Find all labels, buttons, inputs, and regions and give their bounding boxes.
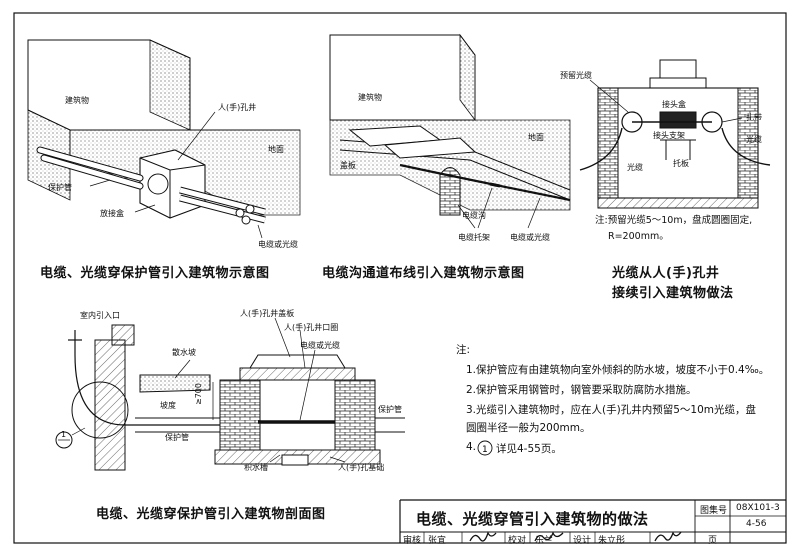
page-number: 4-56 (746, 519, 767, 529)
p3-joint-bracket-label: 接头支架 (653, 130, 685, 140)
notes-item-3-cont: 圆圈半径一般为200mm。 (466, 422, 591, 434)
p3-tie-label: 扎带 (746, 112, 762, 122)
p3-bracket-label: 托板 (673, 158, 689, 168)
panel3-caption-line2: 接续引入建筑物做法 (612, 286, 734, 301)
p3-joint-box-label: 接头盒 (662, 99, 686, 109)
p1-building-label: 建筑物 (65, 95, 89, 105)
p4-sump-label: 积水槽 (244, 462, 268, 472)
p4-callout-label: 1 (61, 430, 66, 439)
p2-cover-label: 盖板 (340, 160, 356, 170)
p4-entry-label: 室内引入口 (80, 310, 120, 320)
notes-item-3: 3.光缆引入建筑物时，应在人(手)孔井内预留5～10m光缆，盘 (466, 404, 756, 416)
reviewer-signature (469, 531, 497, 542)
p1-manhole-label: 人(手)孔井 (218, 102, 256, 112)
notes-item-4-prefix: 4. (466, 441, 477, 453)
panel2-drawing (329, 33, 571, 229)
p2-building-label: 建筑物 (358, 92, 382, 102)
panel3-note-line2: R=200mm。 (608, 231, 669, 242)
panel1-drawing (27, 39, 301, 239)
p2-ground-label: 地面 (528, 132, 544, 142)
p4-cable-label: 电缆或光缆 (300, 340, 340, 350)
notes-callout-number: 1 (482, 445, 488, 455)
p4-dim-label: ≥700 (194, 383, 203, 405)
design-label: 设计 (573, 536, 592, 546)
notes-title: 注: (456, 344, 471, 356)
panel3-note-line1: 注:预留光缆5～10m，盘成圆圈固定, (595, 215, 753, 226)
panel1-caption: 电缆、光缆穿保护管引入建筑物示意图 (40, 266, 270, 281)
atlas-label: 图集号 (700, 506, 728, 516)
p2-bracket-label: 电缆托架 (458, 232, 490, 242)
p2-trench-label: 电缆沟 (462, 210, 486, 220)
notes-item-1: 1.保护管应有由建筑物向室外倾斜的防水坡，坡度不小于0.4‰。 (466, 364, 770, 376)
p4-slope-label: 坡度 (160, 400, 176, 410)
notes-item-2: 2.保护管采用钢管时，钢管要采取防腐防水措施。 (466, 384, 697, 396)
p1-cable-label: 电缆或光缆 (258, 239, 298, 249)
drawing-title: 电缆、光缆穿管引入建筑物的做法 (416, 510, 649, 528)
p1-ground-label: 地面 (268, 144, 284, 154)
panel3-caption-line1: 光缆从人(手)孔井 (612, 266, 720, 281)
check-label: 校对 (508, 536, 527, 546)
p4-pipe-left-label: 保护管 (165, 432, 189, 442)
page-label: 页 (708, 536, 718, 546)
panel4-drawing (55, 317, 405, 471)
panel3-drawing (579, 59, 771, 209)
designer-name: 朱立彤 (598, 536, 626, 546)
title-block-grid (399, 499, 786, 543)
p4-cover-plate-label: 人(手)孔井盖板 (240, 308, 294, 318)
review-label: 审核 (403, 536, 422, 546)
designer-signature (654, 531, 682, 542)
p4-pipe-right-label: 保护管 (378, 404, 402, 414)
p1-joint-box-label: 放接盒 (100, 208, 124, 218)
panel4-caption: 电缆、光缆穿保护管引入建筑物剖面图 (96, 507, 326, 522)
p3-cable-left-label: 光缆 (627, 162, 643, 172)
checker-name: 乐兰 (535, 536, 554, 546)
p3-reserve-label: 预留光缆 (560, 70, 592, 80)
p2-cable-label: 电缆或光缆 (510, 232, 550, 242)
p4-base-label: 人(手)孔基础 (338, 462, 384, 472)
panel2-caption: 电缆沟通道布线引入建筑物示意图 (322, 266, 525, 281)
p4-ring-label: 人(手)孔井口圈 (284, 322, 338, 332)
atlas-number: 08X101-3 (736, 503, 780, 513)
notes-item-4-text: 详见4-55页。 (496, 443, 562, 455)
checker-signature (534, 531, 564, 542)
reviewer-name: 张宜 (428, 536, 447, 546)
notes-callout-circle (477, 440, 493, 456)
p4-apron-label: 散水坡 (172, 347, 196, 357)
p1-pipe-label: 保护管 (48, 182, 72, 192)
p3-cable-right-label: 光缆 (746, 134, 762, 144)
